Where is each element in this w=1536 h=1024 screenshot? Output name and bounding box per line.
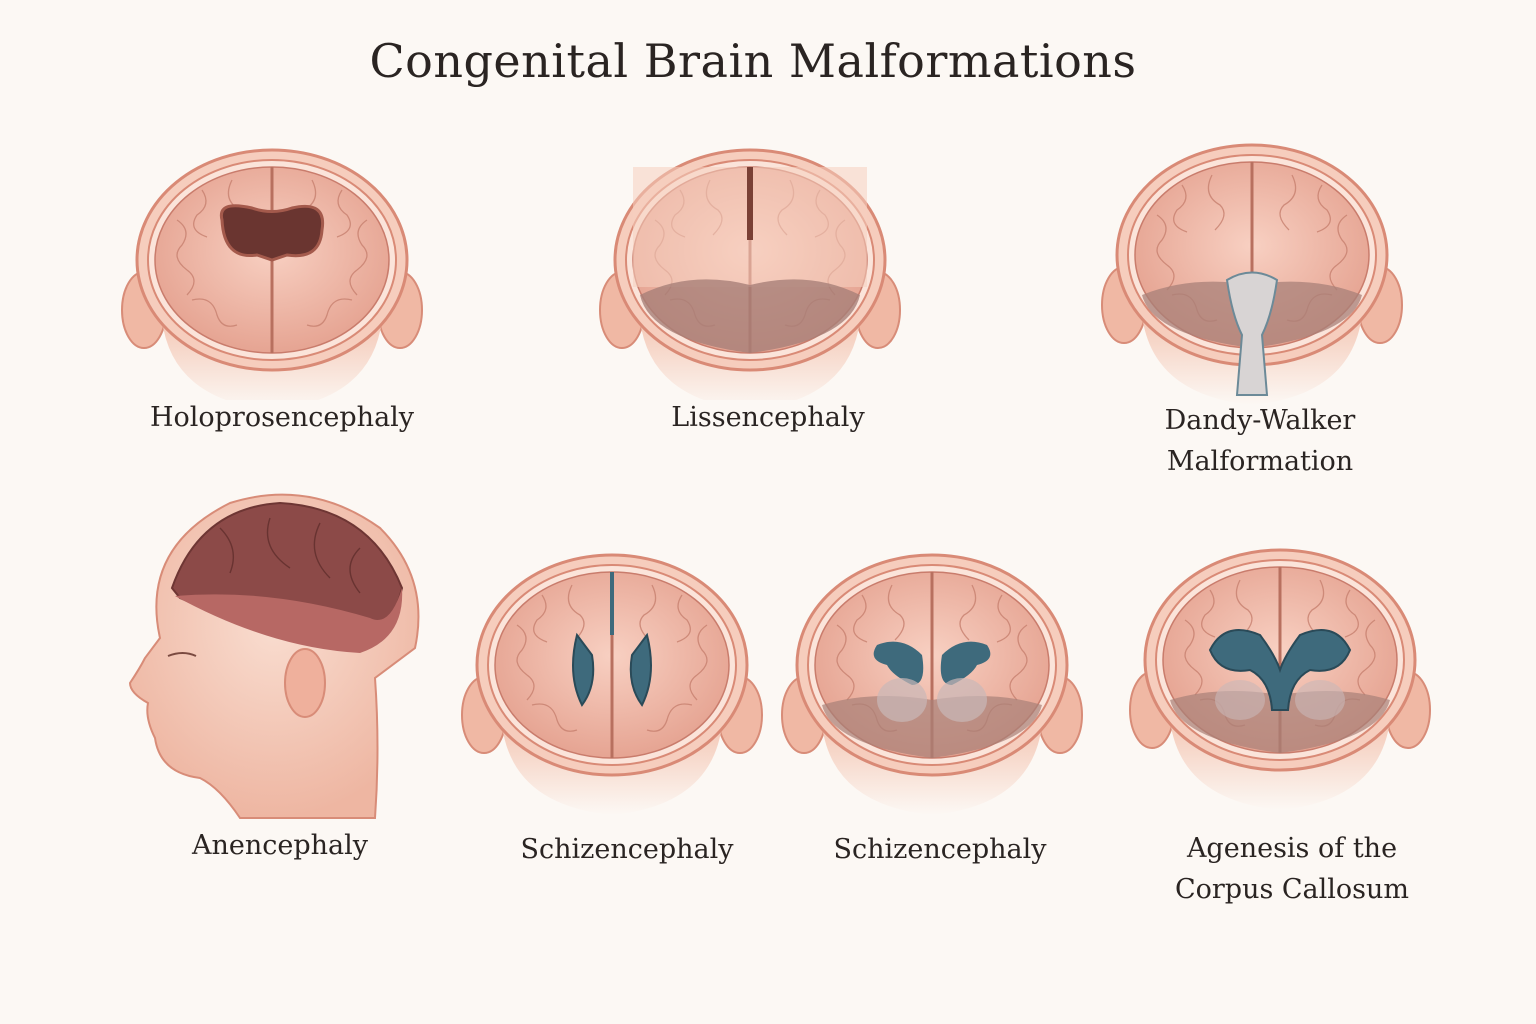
- page-title: Congenital Brain Malformations: [369, 34, 1137, 88]
- label-schizencephaly-1: Schizencephaly: [520, 834, 734, 865]
- label-line-2: Malformation: [1166, 446, 1354, 477]
- agenesis-corpus-callosum-illustration: [1128, 548, 1432, 810]
- label-schizencephaly-2: Schizencephaly: [833, 834, 1047, 865]
- lissencephaly-illustration: [598, 148, 902, 400]
- label-holoprosencephaly: Holoprosencephaly: [149, 402, 415, 433]
- label-anencephaly: Anencephaly: [191, 830, 368, 861]
- label-line-2: Corpus Callosum: [1174, 874, 1410, 905]
- label-lissencephaly: Lissencephaly: [671, 402, 865, 433]
- label-line-1: Dandy-Walker: [1164, 405, 1356, 436]
- schizencephaly-illustration-1: [460, 553, 764, 815]
- dandy-walker-illustration: [1100, 143, 1404, 405]
- label-line-1: Agenesis of the: [1186, 833, 1398, 864]
- label-agenesis-corpus-callosum: Agenesis of the Corpus Callosum: [1142, 828, 1442, 910]
- schizencephaly-illustration-2: [780, 553, 1084, 815]
- label-dandy-walker: Dandy-Walker Malformation: [1110, 400, 1410, 482]
- anencephaly-illustration: [128, 493, 420, 819]
- holoprosencephaly-illustration: [120, 148, 424, 400]
